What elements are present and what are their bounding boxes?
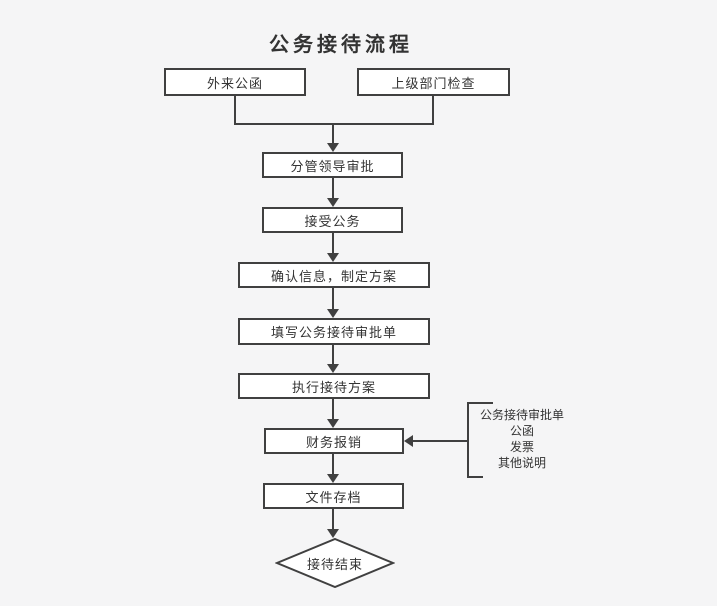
arrowhead-down-icon xyxy=(327,419,339,428)
arrowhead-down-icon xyxy=(327,253,339,262)
arrowhead-down-icon xyxy=(327,474,339,483)
node-superior-inspection: 上级部门检查 xyxy=(357,68,510,96)
node-confirm-info-make-plan: 确认信息，制定方案 xyxy=(238,262,430,288)
node-execute-reception-plan: 执行接待方案 xyxy=(238,373,430,399)
annotation-line: 公函 xyxy=(509,424,534,438)
connector-line xyxy=(332,233,334,253)
connector-line xyxy=(332,123,334,143)
connector-line xyxy=(332,178,334,198)
node-accept-duty: 接受公务 xyxy=(262,207,403,233)
bracket-line xyxy=(467,402,493,404)
connector-line xyxy=(432,96,434,123)
bracket-line xyxy=(467,476,483,478)
connector-line xyxy=(332,399,334,419)
page-title: 公务接待流程 xyxy=(269,34,413,56)
connector-line xyxy=(332,288,334,309)
node-fill-approval-form: 填写公务接待审批单 xyxy=(238,318,430,345)
bracket-line xyxy=(467,402,469,478)
annotation-note: 公务接待审批单 公函 发票 其他说明 xyxy=(466,407,578,471)
annotation-line: 发票 xyxy=(509,440,534,454)
node-file-archive: 文件存档 xyxy=(263,483,404,509)
node-external-letter: 外来公函 xyxy=(164,68,306,96)
connector-line xyxy=(234,96,236,123)
arrowhead-left-icon xyxy=(404,435,413,447)
connector-line xyxy=(332,454,334,474)
arrowhead-down-icon xyxy=(327,198,339,207)
annotation-line: 其他说明 xyxy=(497,456,546,470)
arrowhead-down-icon xyxy=(327,529,339,538)
connector-line xyxy=(332,509,334,529)
arrowhead-down-icon xyxy=(327,309,339,318)
annotation-line: 公务接待审批单 xyxy=(479,408,564,422)
connector-line xyxy=(332,345,334,364)
arrowhead-down-icon xyxy=(327,364,339,373)
node-finance-reimburse: 财务报销 xyxy=(264,428,404,454)
connector-line xyxy=(413,440,467,442)
node-leader-approval: 分管领导审批 xyxy=(262,152,403,178)
arrowhead-down-icon xyxy=(327,143,339,152)
connector-line xyxy=(234,123,434,125)
diamond-shape xyxy=(275,538,395,588)
node-reception-end: 接待结束 xyxy=(306,556,363,572)
